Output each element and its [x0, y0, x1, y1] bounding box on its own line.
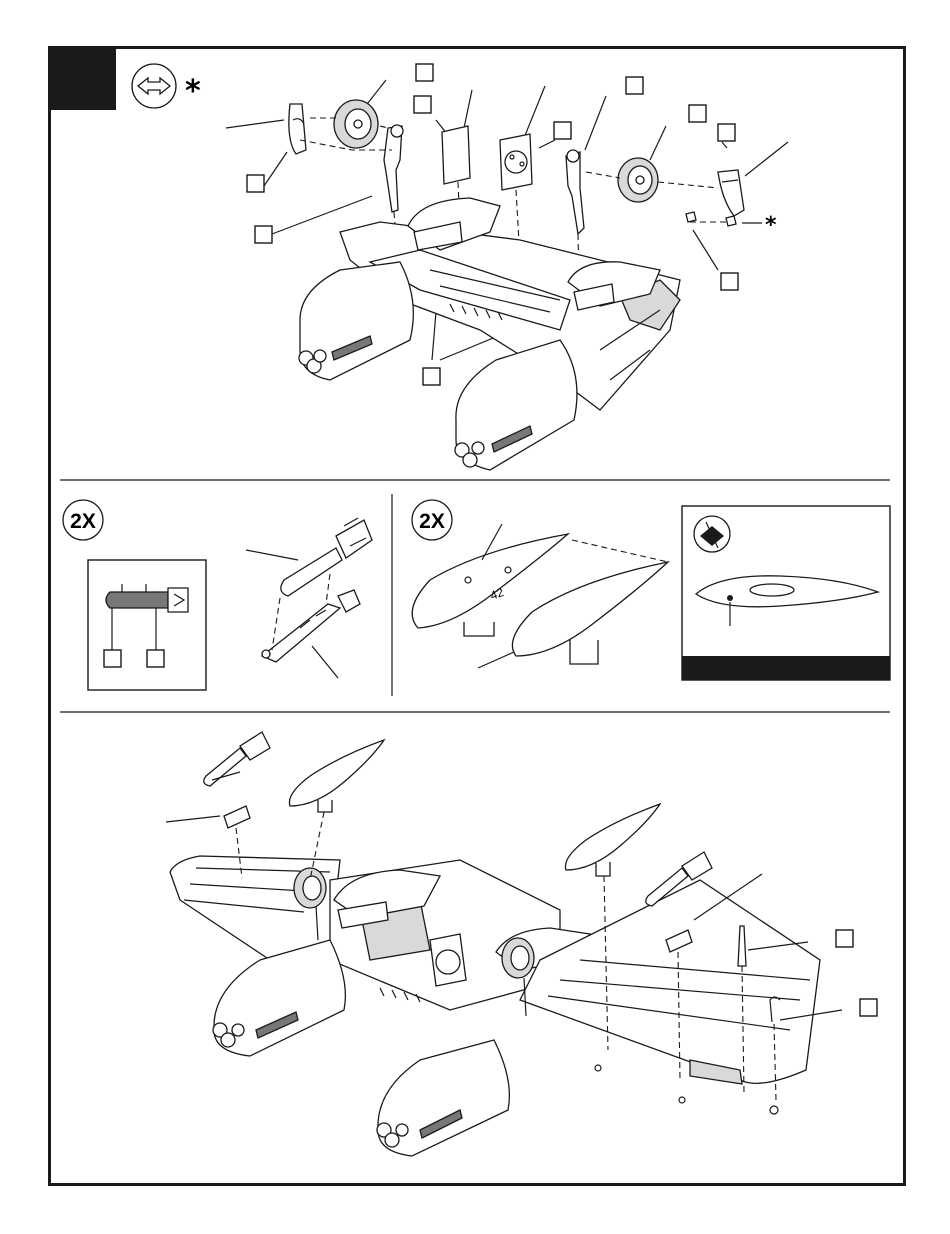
pod-left	[289, 740, 384, 812]
part-number-box	[721, 273, 738, 290]
assembly-guides	[572, 540, 668, 562]
left-right-symmetry-icon	[132, 64, 176, 108]
left-wheel	[334, 100, 378, 148]
pylon-left	[224, 806, 250, 828]
quantity-badge: 2X	[412, 500, 452, 540]
left-wheel-fairing	[289, 104, 306, 154]
part-number-box	[147, 650, 164, 667]
bay-panel-left	[442, 126, 470, 184]
part-number-box	[718, 124, 735, 141]
part-number-box	[423, 368, 440, 385]
asterisk-note: *	[765, 213, 777, 238]
drill-instruction-bar	[682, 656, 890, 680]
bay-panel-center	[500, 134, 532, 190]
part-number-box	[554, 122, 571, 139]
part-number-box	[416, 64, 433, 81]
part-number-box	[247, 175, 264, 192]
right-wheel	[618, 158, 658, 202]
pod-window	[750, 584, 794, 596]
part-number-box	[836, 930, 853, 947]
quantity-badge: 2X	[63, 500, 103, 540]
drill-icon	[694, 516, 730, 552]
aircraft-step1	[299, 198, 680, 470]
svg-text:2X: 2X	[419, 510, 445, 533]
drill-hole-mark	[727, 595, 733, 601]
left-gear-strut	[384, 125, 403, 212]
part-number-box	[104, 650, 121, 667]
leader-lines	[166, 816, 220, 822]
bomb-color-panel	[88, 560, 206, 690]
part-number-box	[689, 105, 706, 122]
part-number-box	[255, 226, 272, 243]
decal-number: 42	[488, 585, 506, 603]
bomb-assembled-left	[204, 732, 270, 786]
part-number-box	[414, 96, 431, 113]
right-gear-strut	[566, 150, 584, 234]
right-wheel-fairing	[718, 170, 744, 216]
part-number-box	[860, 999, 877, 1016]
antenna-part	[738, 926, 746, 966]
asterisk-note: *	[185, 74, 201, 109]
bomb-part	[281, 518, 372, 596]
pod-right	[565, 804, 660, 876]
svg-text:2X: 2X	[70, 510, 96, 533]
step-number-marker	[50, 48, 116, 110]
pod-half-right	[512, 562, 668, 664]
small-link-part	[686, 212, 736, 226]
bomb-rack-part	[262, 590, 360, 662]
part-number-box	[626, 77, 643, 94]
